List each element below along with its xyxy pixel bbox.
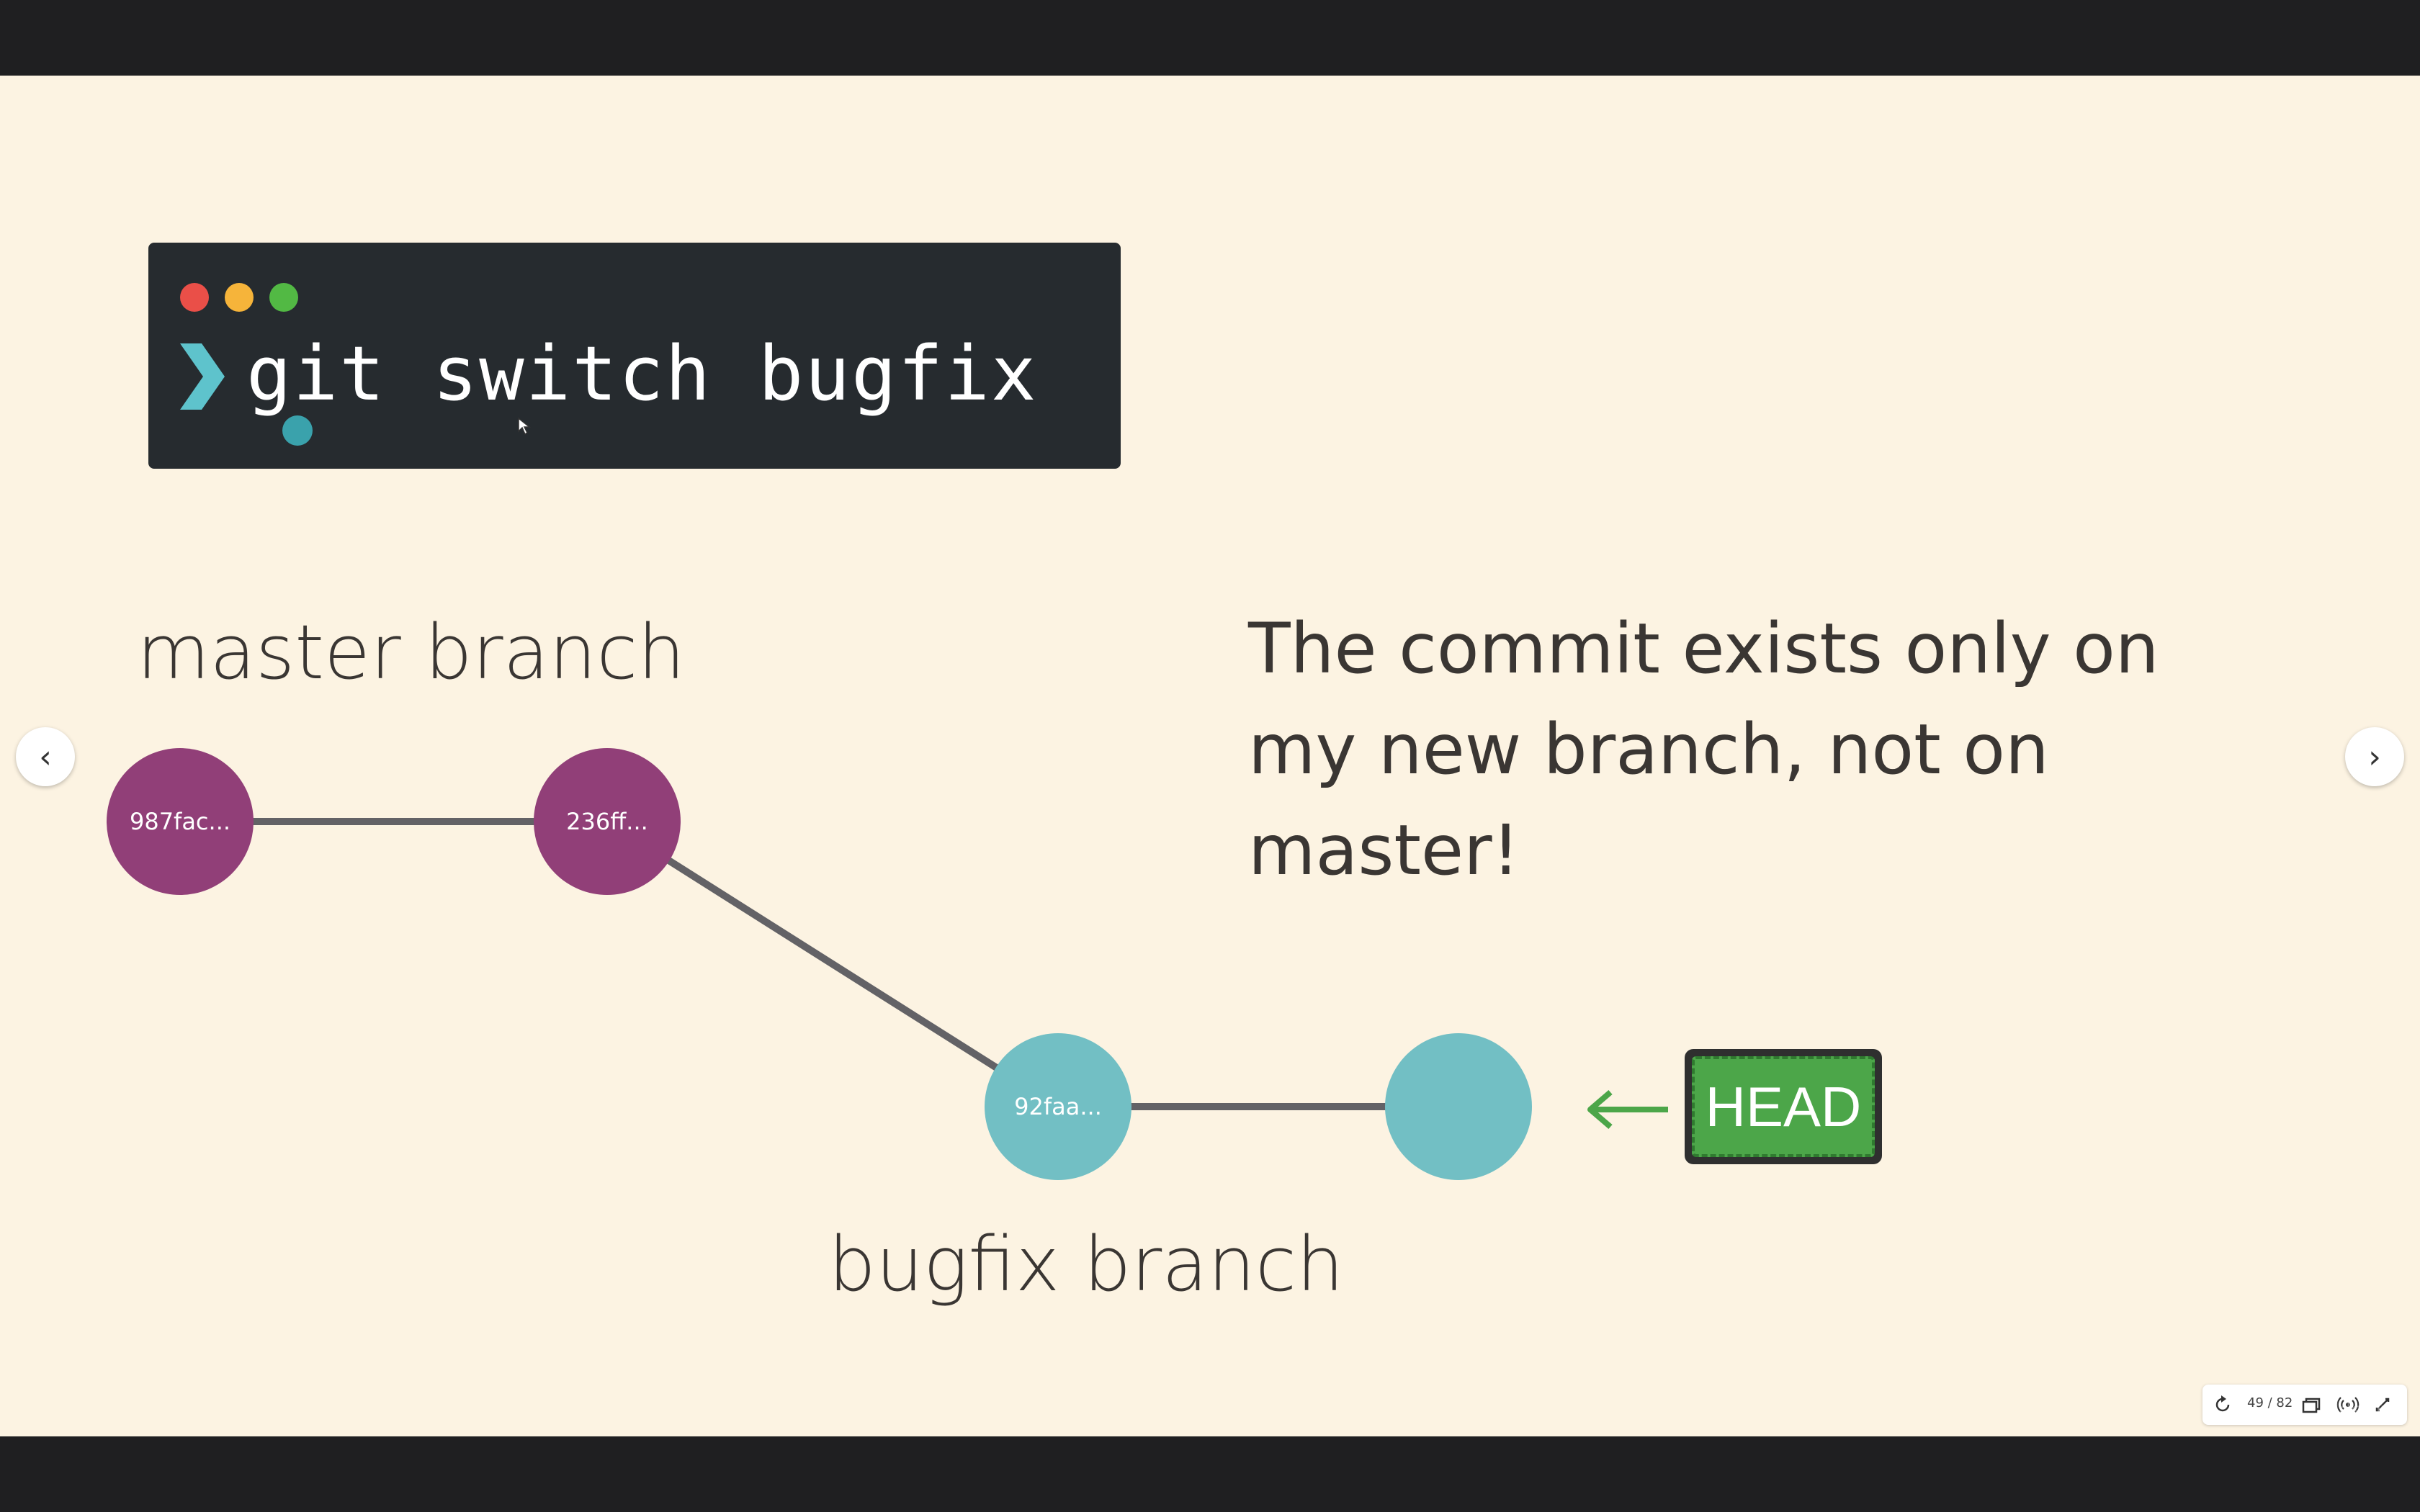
player-controls: 49 / 82 xyxy=(2202,1385,2407,1425)
broadcast-icon[interactable] xyxy=(2336,1393,2360,1416)
commit-node xyxy=(1385,1033,1532,1180)
terminal-command: git switch bugfix xyxy=(246,330,1038,418)
slides-icon[interactable] xyxy=(2300,1393,2323,1416)
head-label: HEAD xyxy=(1692,1056,1875,1157)
commit-node: 987fac... xyxy=(107,748,254,895)
explanation-text: The commit exists only on my new branch,… xyxy=(1248,608,2159,891)
commit-graph: 987fac... 236ff... 92faa... xyxy=(107,748,1532,1180)
letterbox-bottom xyxy=(0,1436,2420,1512)
minimize-dot-icon xyxy=(225,283,254,312)
commit-hash: 92faa... xyxy=(1014,1093,1102,1120)
collapse-icon[interactable] xyxy=(2371,1393,2394,1416)
prompt-chevron-icon xyxy=(180,343,225,410)
next-slide-button[interactable]: › xyxy=(2345,727,2404,786)
commit-node: 92faa... xyxy=(985,1033,1131,1180)
commit-hash: 236ff... xyxy=(566,808,648,835)
edge-branch-off xyxy=(605,818,1060,1110)
udemy-watermark: Udemy xyxy=(2323,1398,2393,1422)
arrow-left-icon xyxy=(1587,1089,1668,1130)
master-branch-label: master branch xyxy=(137,608,686,696)
commit-hash: 987fac... xyxy=(130,808,230,835)
bugfix-branch-label: bugfix branch xyxy=(828,1220,1344,1308)
close-dot-icon xyxy=(180,283,209,312)
maximize-dot-icon xyxy=(269,283,298,312)
previous-slide-button[interactable]: ‹ xyxy=(16,727,75,786)
commit-node: 236ff... xyxy=(534,748,681,895)
head-pointer: HEAD xyxy=(1685,1049,1882,1164)
cursor-dot-icon xyxy=(282,415,313,446)
letterbox-top xyxy=(0,0,2420,76)
terminal-window: git switch bugfix xyxy=(148,243,1121,469)
mouse-pointer-icon xyxy=(518,417,532,436)
refresh-icon[interactable] xyxy=(2211,1393,2234,1416)
slide-counter: 49 / 82 xyxy=(2247,1395,2293,1410)
slide: git switch bugfix master branch bugfix b… xyxy=(0,76,2420,1436)
